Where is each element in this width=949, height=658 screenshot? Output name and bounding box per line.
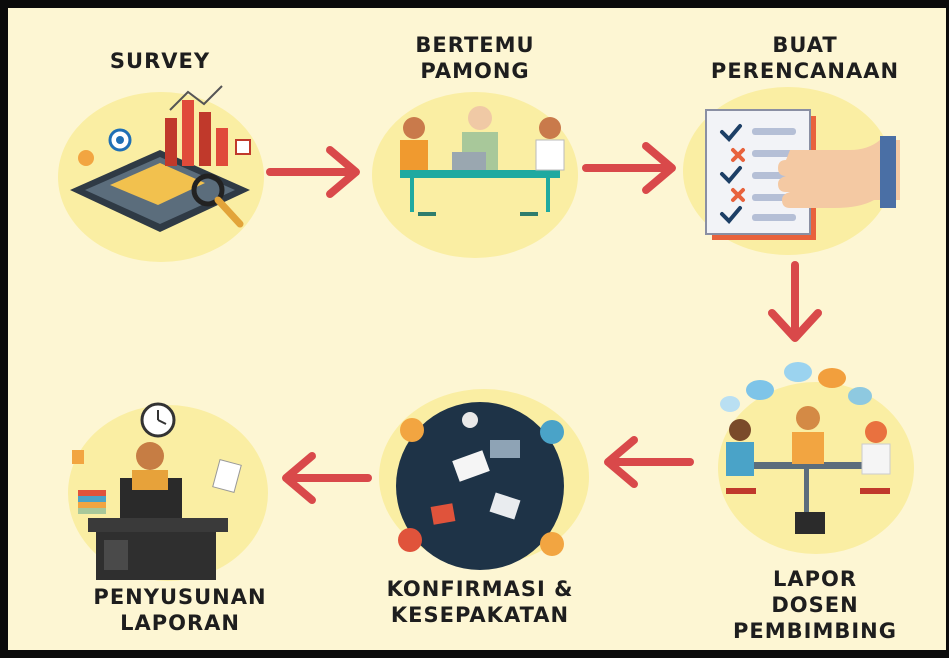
step-label-survey: SURVEY [109, 49, 211, 73]
arrow-lapor-to-konfirmasi [604, 436, 694, 488]
step-label-buat-perencanaan: BUAT PERENCANAAN [710, 33, 900, 83]
arrow-survey-to-pamong [266, 146, 360, 198]
checklist-plan-illustration [705, 109, 900, 240]
step-label-penyusunan-laporan: PENYUSUNAN LAPORAN [93, 585, 267, 635]
step-label-bertemu-pamong: BERTEMU PAMONG [415, 33, 535, 83]
arrow-perencanaan-to-lapor [768, 261, 822, 342]
step-label-lapor-dosen-pembimbing: LAPOR DOSEN PEMBIMBING [733, 567, 897, 643]
arrow-pamong-to-perencanaan [582, 142, 676, 194]
arrow-konfirmasi-to-penyusunan [282, 452, 372, 504]
report-writing-illustration [72, 402, 242, 580]
meeting-illustration [400, 106, 565, 216]
discussion-table-illustration [396, 402, 564, 570]
step-label-konfirmasi-kesepakatan: KONFIRMASI & KESEPAKATAN [386, 577, 574, 627]
consultation-illustration [720, 362, 891, 534]
survey-illustration [70, 85, 251, 232]
cloud-icons [720, 362, 872, 412]
